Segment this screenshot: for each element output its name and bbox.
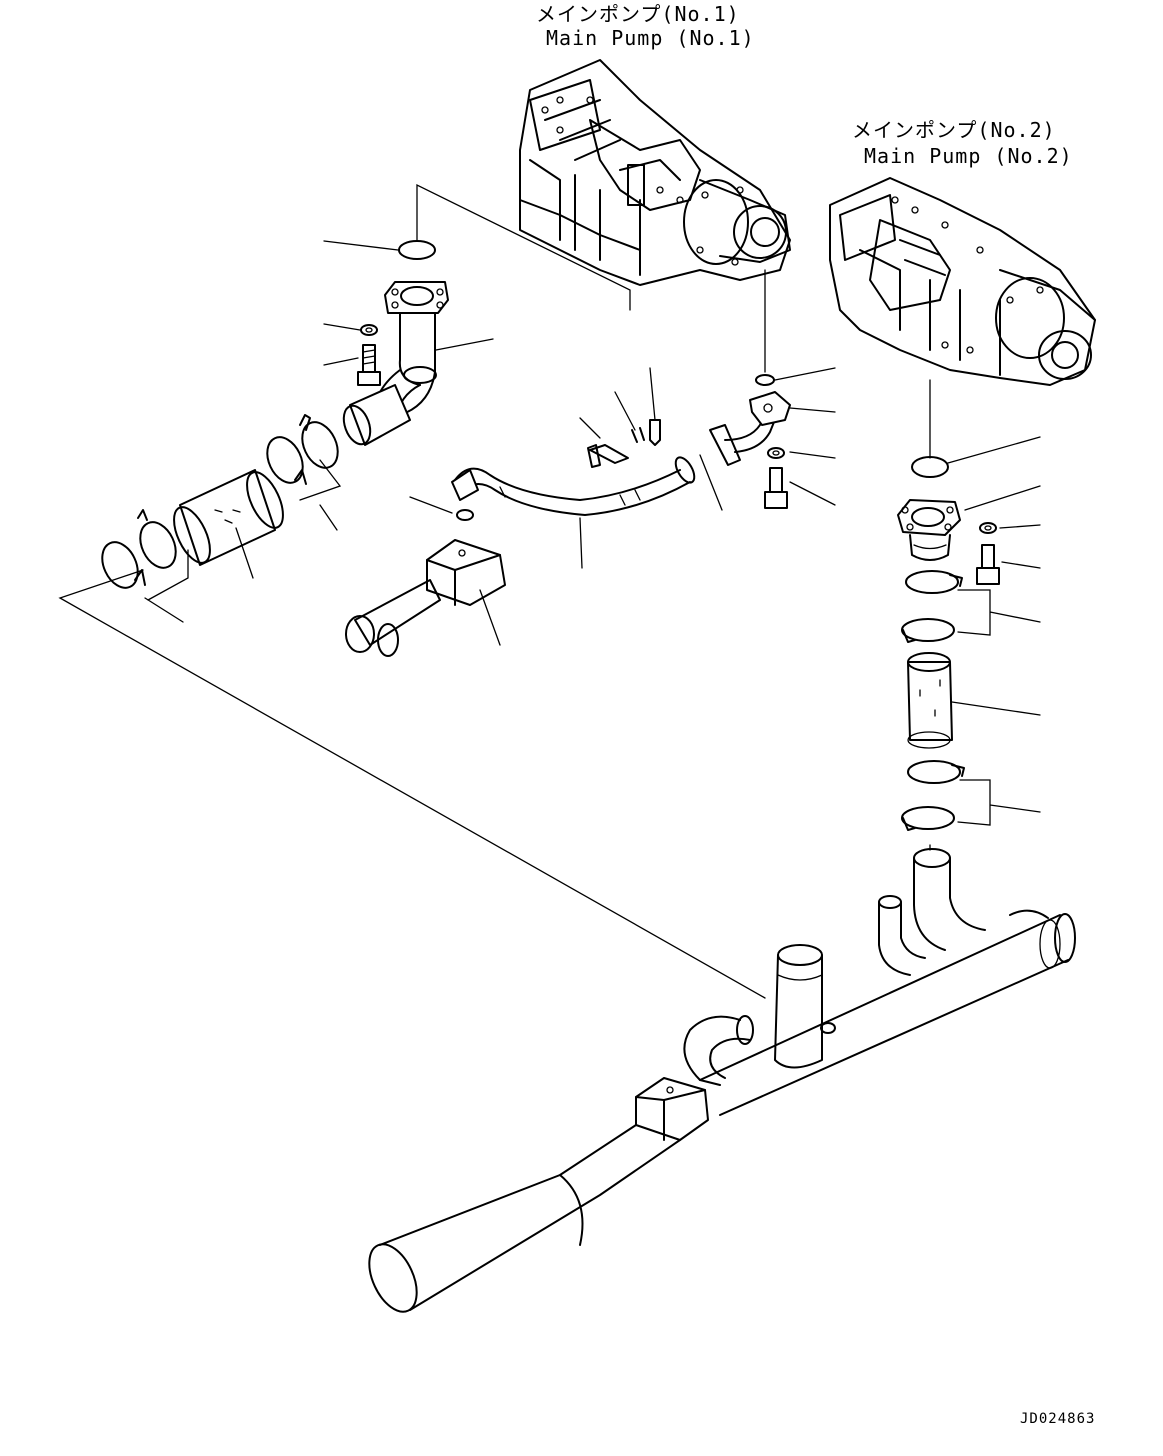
bolt-right: [764, 467, 788, 509]
o-ring-left: [398, 240, 436, 260]
connection-lines: [58, 183, 931, 999]
pump2-label-en: Main Pump (No.2): [864, 144, 1073, 168]
suction-elbow-center: [683, 944, 836, 1086]
o-ring-right: [911, 456, 949, 478]
washer-right: [767, 447, 785, 459]
hose-clamp-right-lower: [901, 760, 965, 831]
pump2-label-jp: メインポンプ(No.2): [852, 118, 1056, 142]
pump1-label-jp: メインポンプ(No.1): [536, 2, 740, 26]
small-bolt-drain: [587, 419, 661, 468]
main-pump-no2: [829, 177, 1096, 386]
suction-elbow-right: [878, 848, 986, 976]
flange-elbow-left: [342, 281, 449, 446]
hose-clamp-right-upper: [901, 570, 963, 643]
pump1-label-en: Main Pump (No.1): [546, 26, 755, 50]
main-pump-no1: [519, 59, 791, 286]
hose-right: [907, 652, 953, 749]
hose-clamp-left-upper: [266, 414, 339, 485]
hose-clamp-left-lower: [101, 509, 177, 589]
bolt-right-2: [976, 544, 1000, 585]
washer-left: [360, 324, 378, 336]
bolt-left: [357, 344, 381, 386]
adapter-elbow-right: [709, 374, 791, 466]
drain-tube: [451, 456, 696, 521]
flange-elbow-right: [897, 499, 961, 561]
leader-lines: [144, 240, 1041, 826]
fitting-block: [345, 539, 506, 657]
drawing-id: JD024863: [1020, 1411, 1096, 1427]
washer-right-2: [979, 522, 997, 534]
main-suction-pipe: [368, 909, 1076, 1313]
hose-left: [173, 469, 284, 566]
